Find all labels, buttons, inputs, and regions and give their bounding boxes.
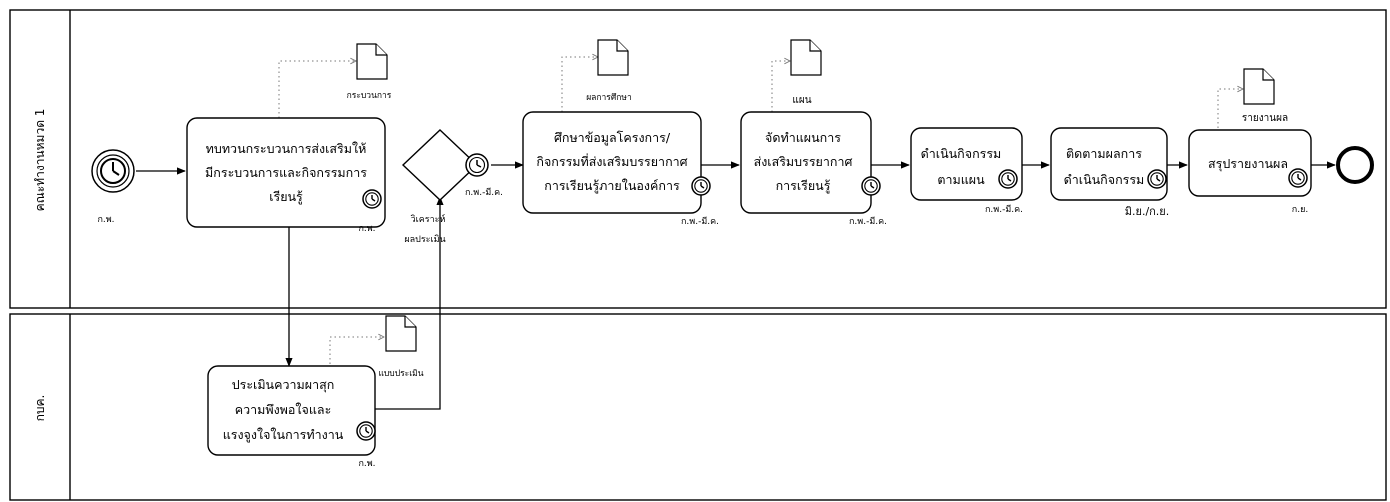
timer-icon [691, 176, 711, 196]
gateway-time-label: ก.พ.-มี.ค. [465, 187, 503, 198]
lane-title-upper: คณะทำงานหมวด 1 [33, 109, 47, 212]
svg-text:การเรียนรู้: การเรียนรู้ [776, 178, 831, 194]
task-line: แรงจูงใจในการทำงาน [223, 427, 344, 443]
svg-text:ดำเนินกิจกรรม: ดำเนินกิจกรรม [1064, 172, 1145, 187]
document-icon: แบบประเมิน [378, 315, 424, 379]
task-line: ตามแผน [937, 172, 985, 187]
task-time-label: ก.พ. [358, 224, 375, 234]
task-line: ดำเนินกิจกรรม [921, 146, 1002, 161]
task-line: ส่งเสริมบรรยากาศ [754, 154, 853, 169]
document-label: ผลการศึกษา [586, 93, 632, 103]
svg-text:การเรียนรู้ภายในองค์การ: การเรียนรู้ภายในองค์การ [544, 178, 680, 194]
svg-text:ส่งเสริมบรรยากาศ: ส่งเสริมบรรยากาศ [754, 154, 853, 169]
end-event[interactable] [1336, 146, 1374, 184]
task-time-label: ก.พ.-มี.ค. [849, 216, 887, 227]
task-line: ทบทวนกระบวนการส่งเสริมให้ [206, 141, 367, 156]
document-label: แบบประเมิน [378, 369, 423, 379]
start-event-label: ก.พ. [97, 215, 114, 225]
document-icon: รายงานผล [1242, 68, 1288, 124]
lane-title-lower: กบค. [33, 395, 47, 422]
timer-icon [998, 169, 1018, 189]
task-time-label: มิ.ย./ก.ย. [1125, 205, 1170, 218]
svg-text:มีกระบวนการและกิจกรรมการ: มีกระบวนการและกิจกรรมการ [205, 165, 367, 180]
task-monitor-results[interactable]: ติดตามผลการ ดำเนินกิจกรรม มิ.ย./ก.ย. [1050, 127, 1170, 218]
task-time-label: ก.ย. [1292, 205, 1308, 215]
task-line: การเรียนรู้ภายในองค์การ [544, 178, 680, 194]
svg-text:ประเมินความผาสุก: ประเมินความผาสุก [232, 377, 335, 393]
task-line: ความพึงพอใจและ [235, 402, 332, 417]
svg-text:เรียนรู้: เรียนรู้ [269, 189, 303, 205]
task-line: กิจกรรมที่ส่งเสริมบรรยากาศ [536, 153, 687, 169]
svg-text:จัดทำแผนการ: จัดทำแผนการ [765, 130, 841, 145]
task-line: ประเมินความผาสุก [232, 377, 335, 393]
svg-text:ความพึงพอใจและ: ความพึงพอใจและ [235, 402, 332, 417]
svg-text:ติดตามผลการ: ติดตามผลการ [1066, 146, 1142, 161]
task-study-projects[interactable]: ศึกษาข้อมูลโครงการ/ กิจกรรมที่ส่งเสริมบร… [522, 111, 719, 227]
task-line: จัดทำแผนการ [765, 130, 841, 145]
timer-icon [465, 153, 489, 177]
task-create-plan[interactable]: จัดทำแผนการ ส่งเสริมบรรยากาศ การเรียนรู้… [740, 111, 887, 227]
flow-assess-to-gateway [375, 196, 444, 410]
clock-icon [100, 158, 126, 184]
svg-text:ตามแผน: ตามแผน [937, 172, 985, 187]
timer-icon [356, 421, 376, 441]
timer-icon [861, 176, 881, 196]
start-timer-event[interactable]: ก.พ. [91, 149, 135, 225]
association-plan-doc [771, 61, 790, 112]
task-time-label: ก.พ. [358, 459, 375, 469]
association-review-doc [278, 61, 356, 118]
timer-icon [1147, 169, 1167, 189]
task-line: ติดตามผลการ [1066, 146, 1142, 161]
svg-text:กิจกรรมที่ส่งเสริมบรรยากาศ: กิจกรรมที่ส่งเสริมบรรยากาศ [536, 153, 687, 169]
svg-text:สรุปรายงานผล: สรุปรายงานผล [1208, 156, 1288, 172]
task-time-label: ก.พ.-มี.ค. [681, 216, 719, 227]
svg-text:ศึกษาข้อมูลโครงการ/: ศึกษาข้อมูลโครงการ/ [554, 130, 671, 146]
document-label: กระบวนการ [347, 91, 392, 101]
gateway-analyze[interactable]: วิเคราะห์ ผลประเมิน ก.พ.-มี.ค. [401, 129, 503, 245]
document-icon: แผน [790, 39, 822, 106]
association-assess-doc [329, 337, 384, 364]
association-summary-doc [1217, 89, 1243, 128]
task-line: สรุปรายงานผล [1208, 156, 1288, 172]
task-review-process[interactable]: ทบทวนกระบวนการส่งเสริมให้ มีกระบวนการและ… [186, 117, 386, 234]
task-assess-wellbeing[interactable]: ประเมินความผาสุก ความพึงพอใจและ แรงจูงใจ… [207, 365, 376, 469]
lane-lower: กบค. [9, 313, 1387, 501]
svg-text:แรงจูงใจในการทำงาน: แรงจูงใจในการทำงาน [223, 427, 344, 443]
document-label: แผน [792, 95, 811, 106]
timer-icon [1288, 168, 1308, 188]
document-icon: กระบวนการ [347, 43, 392, 101]
lane-upper: คณะทำงานหมวด 1 [9, 9, 1387, 309]
associations [278, 57, 1243, 364]
document-icon: ผลการศึกษา [586, 39, 632, 103]
svg-text:ทบทวนกระบวนการส่งเสริมให้: ทบทวนกระบวนการส่งเสริมให้ [206, 141, 367, 156]
task-run-activities[interactable]: ดำเนินกิจกรรม ตามแผน ก.พ.-มี.ค. [910, 127, 1023, 215]
timer-icon [362, 189, 382, 209]
association-study-doc [561, 57, 598, 112]
task-line: การเรียนรู้ [776, 178, 831, 194]
task-time-label: ก.พ.-มี.ค. [985, 204, 1023, 215]
gateway-label: วิเคราะห์ [411, 213, 446, 225]
task-line: เรียนรู้ [269, 189, 303, 205]
svg-text:ดำเนินกิจกรรม: ดำเนินกิจกรรม [921, 146, 1002, 161]
task-line: มีกระบวนการและกิจกรรมการ [205, 165, 367, 180]
task-line: ดำเนินกิจกรรม [1064, 172, 1145, 187]
task-line: ศึกษาข้อมูลโครงการ/ [554, 130, 671, 146]
document-label: รายงานผล [1242, 113, 1288, 124]
gateway-label: ผลประเมิน [404, 234, 445, 245]
sequence-flows [136, 161, 1336, 410]
task-summarize-report[interactable]: สรุปรายงานผล ก.ย. [1188, 129, 1312, 215]
